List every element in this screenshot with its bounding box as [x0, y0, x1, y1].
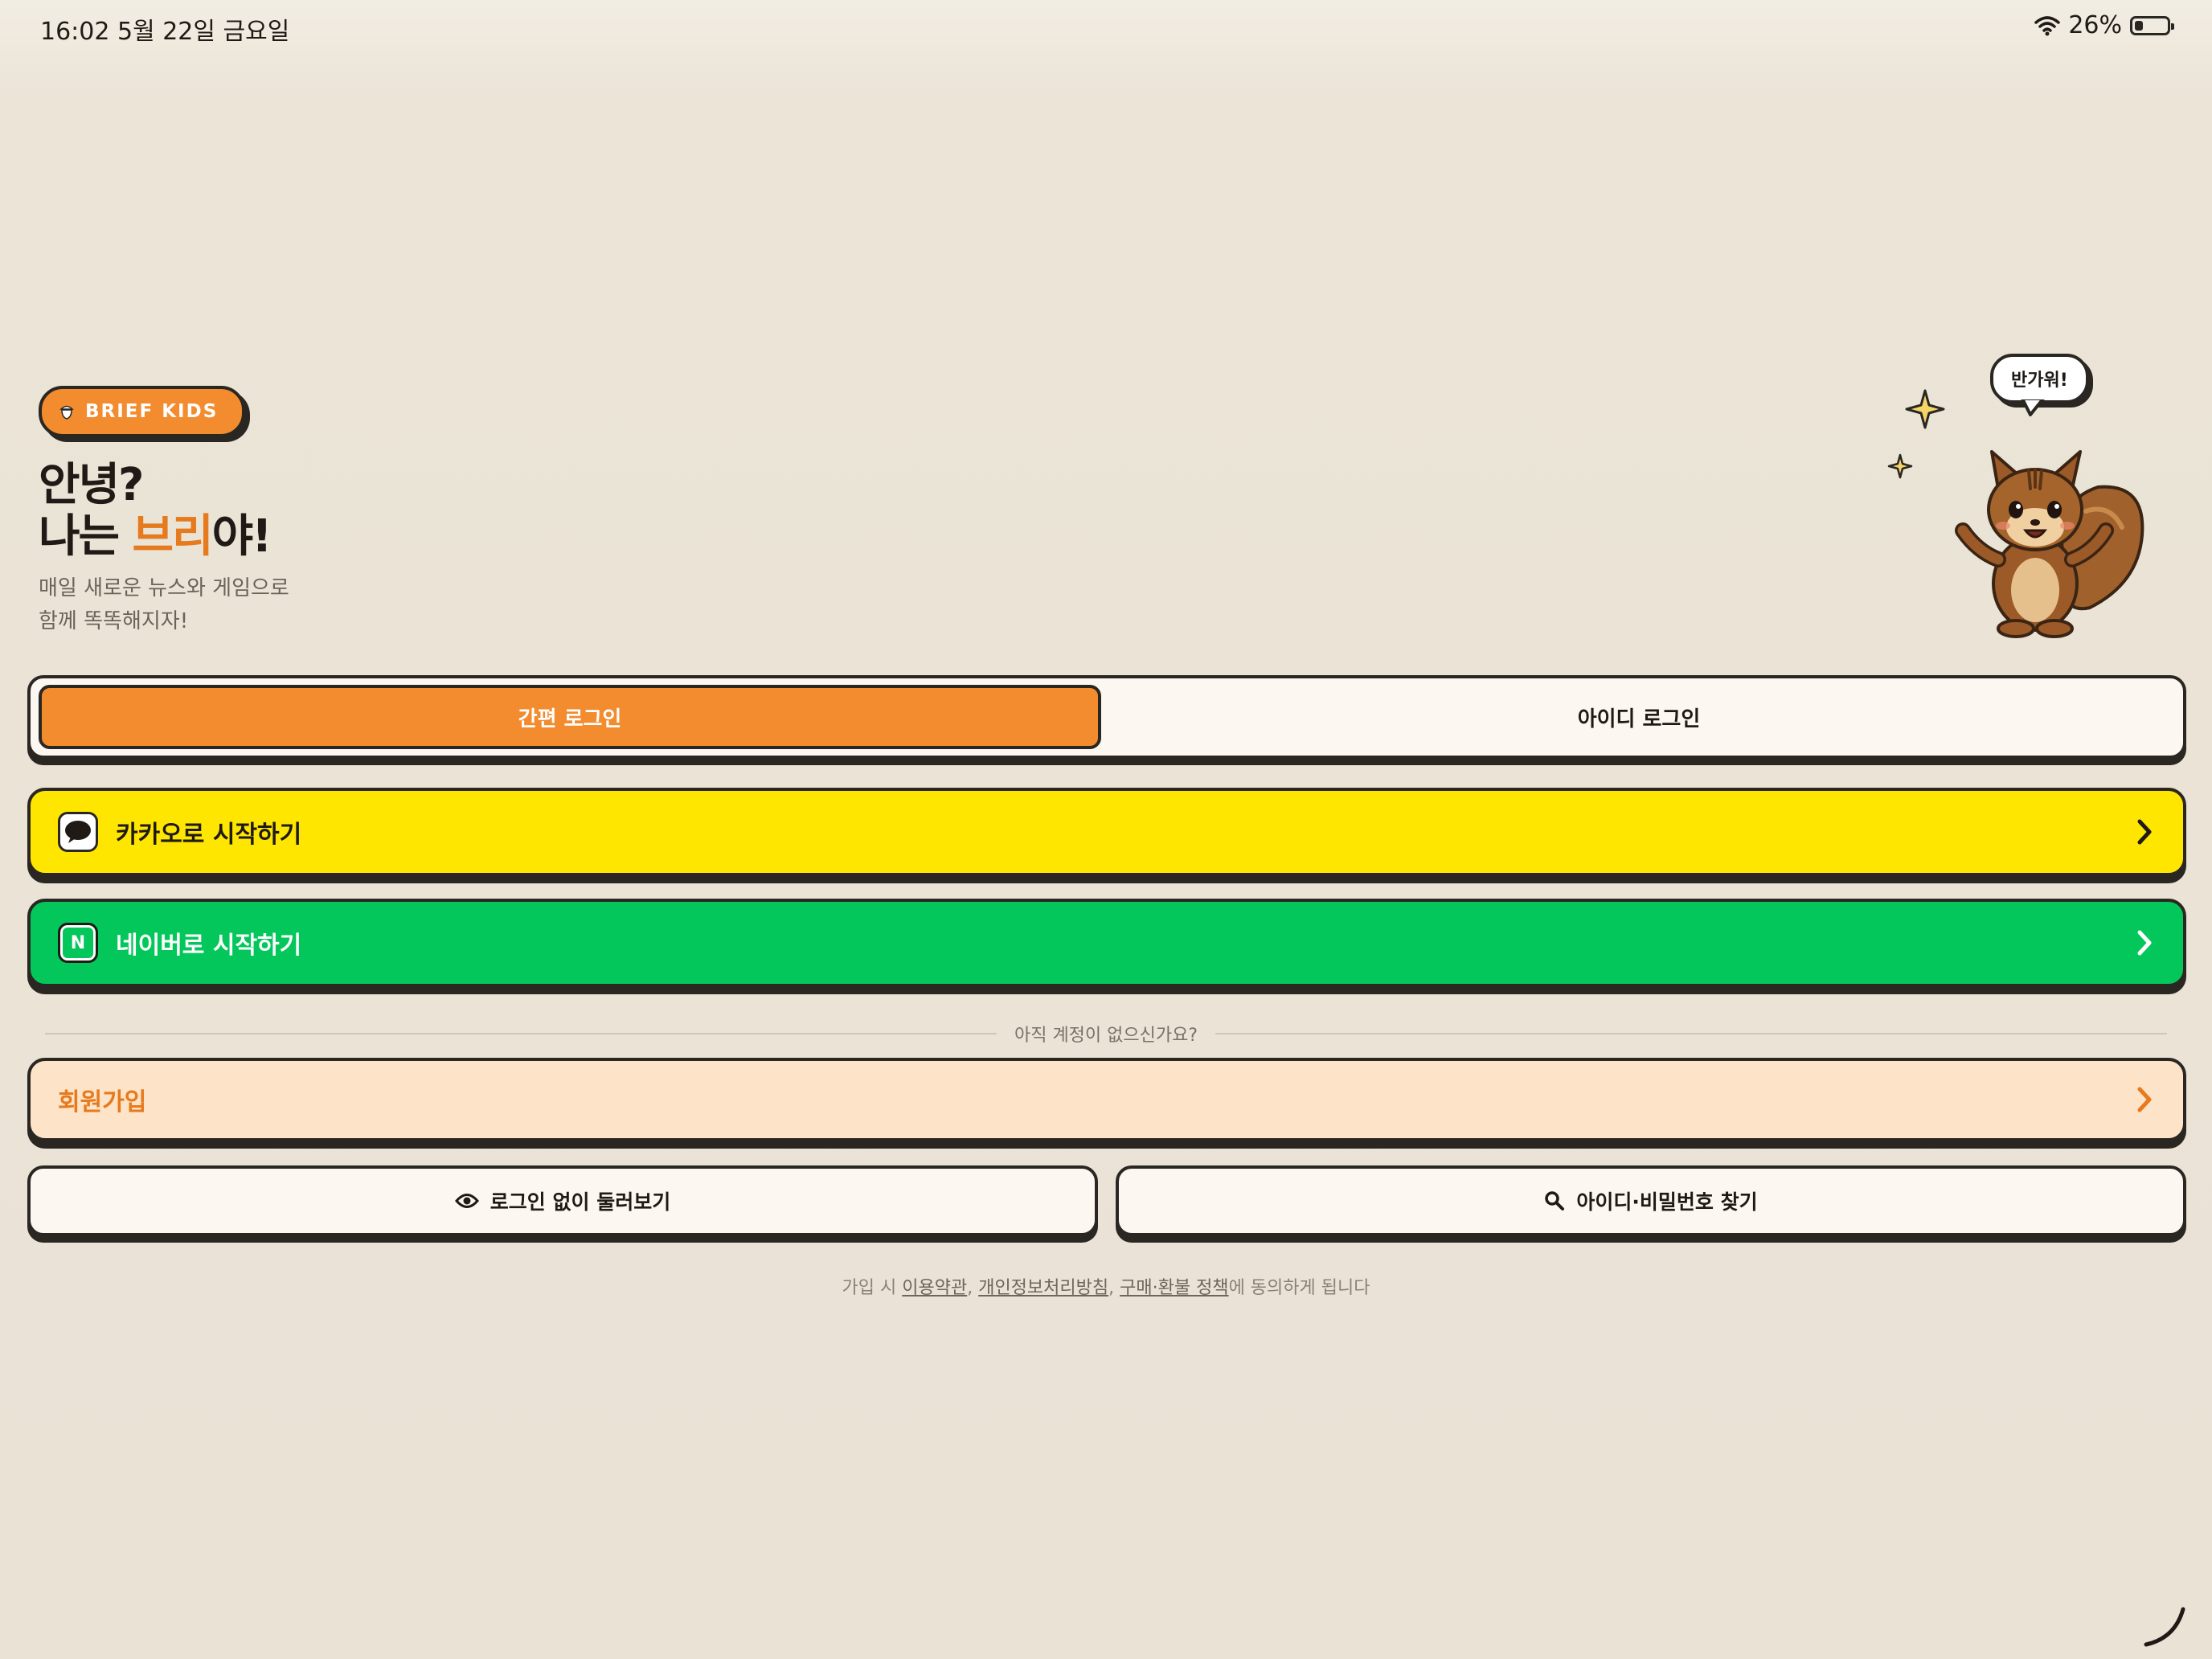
naver-login-label: 네이버로 시작하기 — [116, 932, 302, 960]
speech-bubble: 반가워! — [1990, 354, 2089, 403]
chevron-right-icon — [2137, 1087, 2152, 1112]
terms-sep1: , — [967, 1278, 979, 1298]
subtitle-line1: 매일 새로운 뉴스와 게임으로 — [39, 576, 289, 600]
page-subtitle: 매일 새로운 뉴스와 게임으로 함께 똑똑해지자! — [39, 572, 289, 638]
sparkle-small-icon — [1887, 453, 1913, 479]
terms-suffix: 에 동의하게 됩니다 — [1228, 1278, 1370, 1298]
headline-post: 야! — [211, 510, 272, 563]
battery-fill — [2135, 20, 2143, 31]
find-account-label: 아이디·비밀번호 찾기 — [1576, 1190, 1758, 1214]
naver-login-button[interactable]: N 네이버로 시작하기 — [27, 899, 2186, 987]
tab-simple-login[interactable]: 간편 로그인 — [39, 685, 1101, 749]
kakao-chat-icon — [58, 812, 98, 852]
status-time: 16:02 5월 22일 금요일 — [40, 18, 290, 46]
terms-prefix: 가입 시 — [842, 1278, 903, 1298]
chevron-right-icon — [2137, 819, 2152, 845]
status-indicators: 26% — [2034, 11, 2174, 39]
signup-button[interactable]: 회원가입 — [27, 1058, 2186, 1141]
sparkle-icon — [1905, 389, 1945, 429]
brand-badge-label: BRIEF KIDS — [85, 401, 219, 422]
eye-icon — [454, 1194, 479, 1208]
browse-without-login-button[interactable]: 로그인 없이 둘러보기 — [27, 1165, 1098, 1236]
signup-label: 회원가입 — [58, 1088, 147, 1116]
headline-line1: 안녕? — [39, 459, 145, 511]
terms-notice: 가입 시 이용약관, 개인정보처리방침, 구매·환불 정책에 동의하게 됩니다 — [0, 1273, 2212, 1299]
tab-id-login[interactable]: 아이디 로그인 — [1577, 707, 1701, 731]
kakao-login-label: 카카오로 시작하기 — [116, 821, 302, 849]
terms-sep2: , — [1108, 1278, 1120, 1298]
battery-icon — [2130, 15, 2174, 35]
headline-line2: 나는 브리야! — [39, 510, 272, 563]
wifi-icon — [2034, 15, 2061, 35]
subtitle-line2: 함께 똑똑해지자! — [39, 609, 189, 633]
terms-of-use-link[interactable]: 이용약관 — [902, 1278, 968, 1298]
page-title: 안녕? 나는 브리야! — [39, 459, 272, 563]
divider-line-left — [45, 1033, 997, 1034]
privacy-policy-link[interactable]: 개인정보처리방침 — [978, 1278, 1109, 1298]
refund-policy-link[interactable]: 구매·환불 정책 — [1120, 1278, 1229, 1298]
home-indicator — [2144, 1607, 2185, 1647]
divider-text: 아직 계정이 없으신가요? — [1014, 1026, 1198, 1046]
search-icon — [1545, 1191, 1565, 1210]
login-tabs: 간편 로그인 아이디 로그인 — [27, 675, 2186, 759]
headline-pre: 나는 — [39, 510, 133, 563]
acorn-icon — [59, 405, 74, 420]
battery-percent: 26% — [2068, 11, 2122, 39]
signup-divider: 아직 계정이 없으신가요? — [45, 1018, 2168, 1050]
speech-tail — [2021, 399, 2045, 416]
headline-highlight: 브리 — [132, 510, 214, 563]
divider-line-right — [1215, 1033, 2168, 1034]
brand-badge: BRIEF KIDS — [39, 386, 246, 437]
browse-label: 로그인 없이 둘러보기 — [490, 1190, 671, 1214]
chevron-right-icon — [2137, 930, 2152, 956]
kakao-login-button[interactable]: 카카오로 시작하기 — [27, 788, 2186, 876]
squirrel-mascot — [1955, 450, 2144, 638]
find-account-button[interactable]: 아이디·비밀번호 찾기 — [1116, 1165, 2186, 1236]
naver-logo-icon: N — [58, 923, 98, 963]
